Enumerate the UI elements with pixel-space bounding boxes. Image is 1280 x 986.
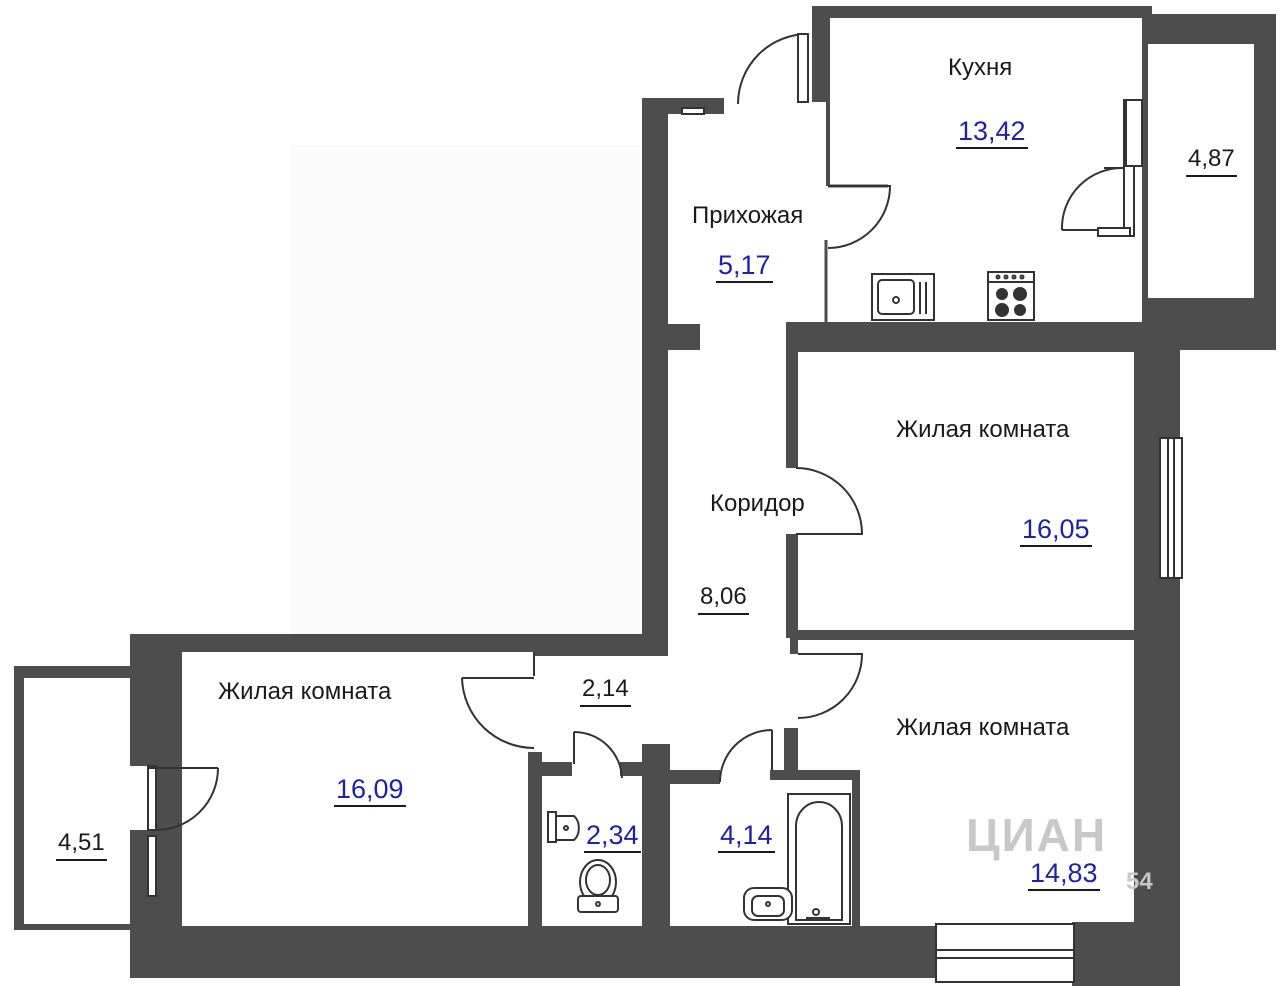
watermark: ЦИАН: [966, 808, 1107, 862]
walls: [14, 6, 1276, 986]
living-left-area: 16,09: [334, 774, 406, 807]
living-bottom-area: 14,83: [1028, 858, 1100, 891]
living-right-name: Жилая комната: [896, 416, 1070, 443]
bathroom-area: 4,14: [718, 820, 775, 853]
background-shade: [290, 145, 640, 635]
living-bottom-name: Жилая комната: [896, 714, 1070, 741]
watermark-text: ЦИАН: [966, 809, 1108, 861]
hall-area: 5,17: [716, 250, 773, 283]
washbasin-icon: [547, 811, 580, 843]
kitchen-balcony-door: [1060, 99, 1143, 237]
living-bottom-door: [797, 653, 864, 719]
bath-washbasin-icon: [743, 887, 793, 921]
kitchen-area: 13,42: [956, 116, 1028, 149]
sink-icon: [871, 273, 935, 321]
kitchen-door: [827, 185, 892, 249]
bathroom-door: [719, 729, 773, 783]
balcony-left-area: 4,51: [56, 828, 107, 861]
living-left-name: Жилая комната: [218, 678, 392, 705]
watermark-suffix: 54: [1126, 868, 1153, 895]
toilet-icon: [577, 859, 619, 913]
corridor-name: Коридор: [710, 490, 805, 517]
corridor-area: 8,06: [698, 582, 749, 615]
stove-icon: [987, 271, 1035, 321]
left-balcony-door: [147, 765, 219, 897]
bathtub-icon: [787, 793, 851, 925]
bottom-window: [935, 923, 1075, 983]
living-right-door: [795, 467, 864, 535]
toilet-door: [573, 730, 623, 779]
entry-door: [681, 33, 809, 115]
passage-area: 2,14: [580, 674, 631, 707]
living-right-window: [1159, 437, 1183, 579]
kitchen-name: Кухня: [948, 54, 1013, 81]
balcony-right-area: 4,87: [1186, 144, 1237, 177]
toilet-area: 2,34: [584, 820, 641, 853]
living-right-area: 16,05: [1020, 514, 1092, 547]
living-left-door: [461, 652, 535, 749]
hall-name: Прихожая: [692, 202, 804, 229]
